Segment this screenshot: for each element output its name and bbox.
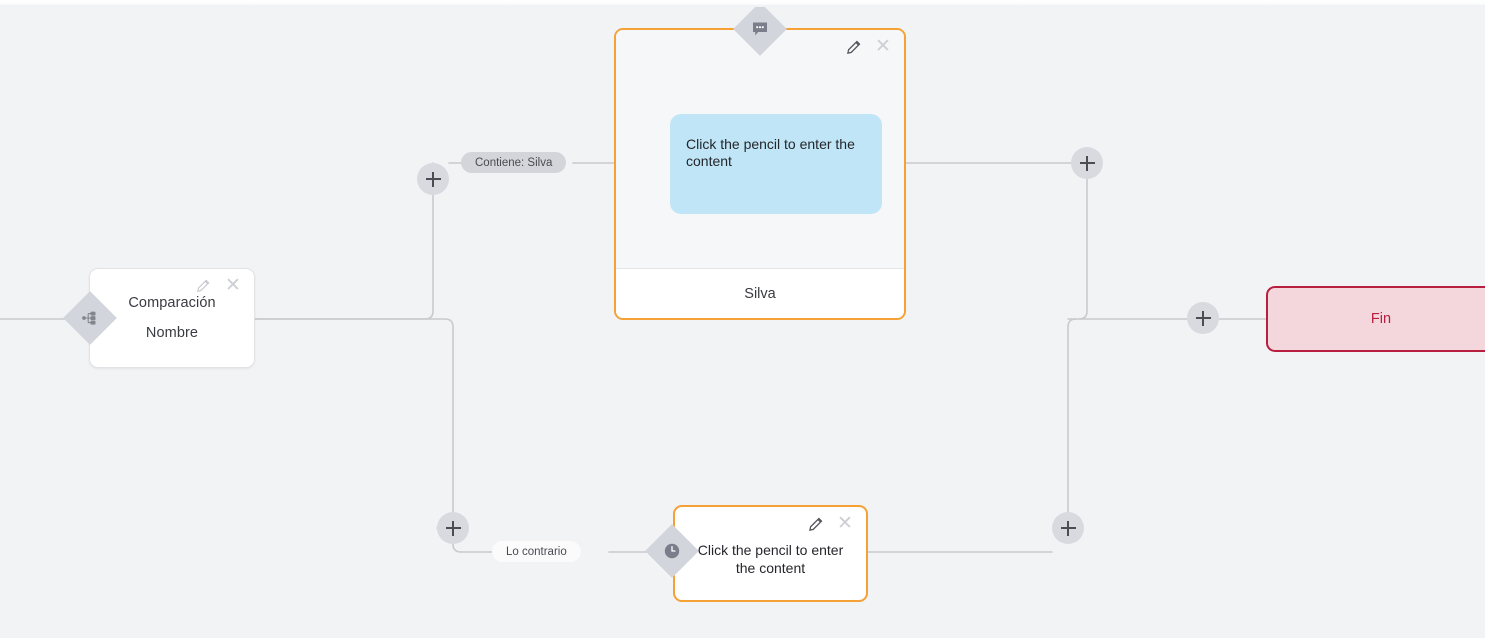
edge-false-to-label — [452, 543, 493, 553]
node-message-top-footer: Silva — [616, 268, 904, 318]
node-message-bottom-text: Click the pencil to enter the content — [697, 542, 844, 576]
sitemap-icon — [79, 307, 101, 329]
node-message-top[interactable]: ✕ Click the pencil to enter the content … — [614, 28, 906, 320]
node-message-bottom[interactable]: ✕ Click the pencil to enter the content — [673, 505, 868, 602]
edge-top-down — [1078, 178, 1088, 320]
close-icon[interactable]: ✕ — [837, 513, 853, 534]
node-message-top-actions[interactable]: ✕ — [844, 36, 892, 57]
edge-bottom-up — [1067, 318, 1077, 513]
edge-label-branch-false[interactable]: Lo contrario — [492, 541, 581, 562]
node-comparacion-actions[interactable]: ✕ — [194, 275, 242, 296]
node-fin[interactable]: Fin — [1266, 286, 1485, 352]
add-node-button-true-branch[interactable] — [417, 163, 449, 195]
message-bubble: Click the pencil to enter the content — [670, 114, 882, 214]
pencil-icon[interactable] — [806, 515, 824, 533]
message-top-badge — [733, 2, 787, 56]
add-node-button-before-end[interactable] — [1187, 302, 1219, 334]
toolbar-edge-strip — [0, 0, 1485, 7]
node-comparacion-subtitle: Nombre — [145, 325, 199, 341]
close-icon[interactable]: ✕ — [875, 36, 891, 57]
pencil-icon[interactable] — [194, 277, 212, 295]
node-message-top-body: ✕ Click the pencil to enter the content — [616, 30, 904, 268]
chat-bubble-icon — [749, 18, 771, 40]
add-node-button-false-branch[interactable] — [437, 512, 469, 544]
edge-branch-true-riser — [254, 178, 434, 320]
pencil-icon[interactable] — [844, 38, 862, 56]
add-node-button-after-message-bottom[interactable] — [1052, 512, 1084, 544]
node-comparacion-title: Comparación — [128, 295, 216, 311]
edge-label-branch-true[interactable]: Contiene: Silva — [461, 152, 567, 173]
edge-branch-false — [254, 318, 454, 513]
node-message-bottom-actions[interactable]: ✕ — [806, 513, 854, 534]
clock-icon — [661, 540, 683, 562]
add-node-button-after-message-top[interactable] — [1071, 147, 1103, 179]
close-icon[interactable]: ✕ — [225, 275, 241, 296]
message-bottom-badge — [645, 524, 699, 578]
start-node-badge — [63, 291, 117, 345]
